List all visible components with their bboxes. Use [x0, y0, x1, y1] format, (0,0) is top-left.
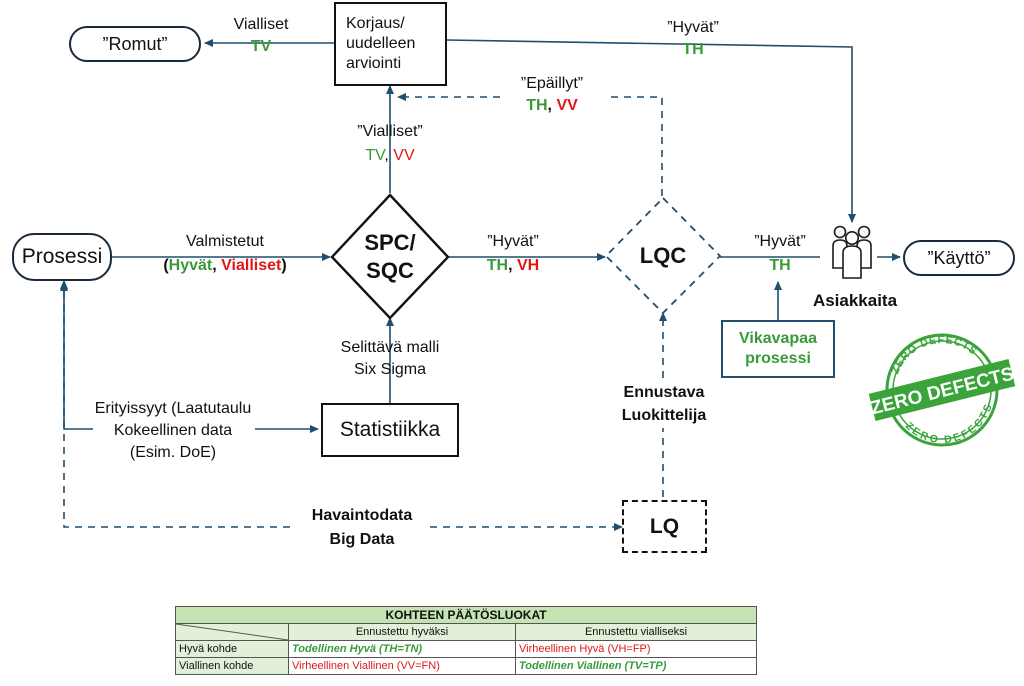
vikavapaa-line-2: prosessi — [745, 350, 811, 367]
th-top-text: TH — [682, 41, 704, 58]
hyvat-top-text: ”Hyvät” — [667, 19, 719, 36]
vialliset-top-text: Vialliset — [233, 16, 289, 33]
valm-open: ( — [163, 257, 169, 274]
epaillyt-vv: VV — [556, 97, 578, 114]
hyvat-spc-label: ”Hyvät” TH, VH — [468, 230, 558, 278]
arrow-korjaus-asiakkaat — [446, 39, 856, 223]
valm-hyvat: Hyvät — [168, 257, 213, 274]
ennustava-line-1: Ennustava — [623, 384, 705, 401]
zero-defects-stamp: ZERO DEFECTS ZERO DEFECTS ZERO DEFECTS — [869, 328, 1016, 448]
decision-table-col2: Ennustettu vialliseksi — [515, 623, 757, 641]
spc-diamond — [330, 193, 450, 320]
selittava-line-2: Six Sigma — [353, 361, 427, 378]
arrow-havaintodata-prosessi-dashed — [60, 282, 290, 528]
spc-line-1: SPC/ — [364, 230, 416, 255]
korjaus-line-2: uudelleen — [346, 35, 416, 52]
vikavapaa-line-1: Vikavapaa — [739, 330, 817, 347]
prosessi-label: Prosessi — [21, 245, 103, 268]
valm-close: ) — [281, 257, 287, 274]
hyvat-spc-sep: , — [508, 257, 517, 274]
selittava-line-1: Selittävä malli — [340, 339, 440, 356]
erityissyyt-line-2: Kokeellinen data — [113, 422, 233, 439]
hyvat-top-label: ”Hyvät” TH — [655, 17, 731, 61]
valm-vialliset: Vialliset — [221, 257, 282, 274]
cell-tv: Todellinen Viallinen (TV=TP) — [515, 657, 757, 675]
epaillyt-th: TH — [526, 97, 548, 114]
romut-label: ”Romut” — [102, 33, 168, 54]
row-label: Viallinen kohde — [175, 657, 289, 675]
korjaus-node: Korjaus/ uudelleen arviointi — [334, 2, 447, 86]
ennustava-label: Ennustava Luokittelija — [606, 381, 722, 427]
hyvat-lqc-text: ”Hyvät” — [754, 233, 806, 250]
prosessi-node: Prosessi — [12, 233, 112, 281]
erityissyyt-label: Erityissyyt (Laatutaulu Kokeellinen data… — [88, 398, 258, 464]
lq-node: LQ — [622, 500, 707, 553]
lqc-text: LQC — [639, 243, 687, 268]
korjaus-line-3: arviointi — [346, 55, 402, 72]
erityissyyt-line-3: (Esim. DoE) — [129, 444, 217, 461]
asiakkaita-label: Asiakkaita — [812, 291, 898, 310]
hyvat-lqc-th: TH — [769, 257, 791, 274]
epaillyt-text: ”Epäillyt” — [520, 75, 584, 92]
statistiikka-label: Statistiikka — [339, 418, 441, 441]
kaytto-node: ”Käyttö” — [903, 240, 1015, 276]
hyvat-spc-th: TH — [486, 257, 509, 274]
kaytto-label: ”Käyttö” — [927, 247, 991, 268]
spc-line-2: SQC — [366, 258, 414, 283]
korjaus-line-1: Korjaus/ — [346, 15, 405, 32]
hyvat-spc-text: ”Hyvät” — [487, 233, 539, 250]
vialliset-mid-label: ”Vialliset” TV, VV — [340, 120, 440, 168]
hyvat-spc-vh: VH — [516, 257, 540, 274]
valmistetut-label: Valmistetut (Hyvät, Vialliset) — [140, 230, 310, 278]
row-label: Hyvä kohde — [175, 640, 289, 658]
vialliset-mid-sep: , — [384, 147, 394, 164]
statistiikka-node: Statistiikka — [321, 403, 459, 457]
vikavapaa-node: Vikavapaa prosessi — [721, 320, 835, 378]
decision-table-col1: Ennustettu hyväksi — [288, 623, 516, 641]
lqc-diamond — [604, 196, 722, 315]
vialliset-mid-text: ”Vialliset” — [357, 123, 423, 140]
spc-label-block: SPC/ SQC — [350, 222, 430, 292]
vialliset-top-label: Vialliset TV — [226, 14, 296, 58]
cell-vv: Virheellinen Viallinen (VV=FN) — [288, 657, 516, 675]
havaintodata-line-1: Havaintodata — [311, 507, 413, 524]
lqc-label: LQC — [623, 240, 703, 272]
decision-table-title: KOHTEEN PÄÄTÖSLUOKAT — [175, 606, 757, 624]
lq-label: LQ — [649, 514, 680, 538]
cell-vh: Virheellinen Hyvä (VH=FP) — [515, 640, 757, 658]
erityissyyt-line-1: Erityissyyt (Laatutaulu — [94, 400, 252, 417]
table-row: Viallinen kohde Virheellinen Viallinen (… — [175, 657, 757, 675]
corner-diagonal — [176, 624, 288, 640]
valmistetut-text: Valmistetut — [186, 233, 264, 250]
epaillyt-sep: , — [547, 97, 557, 114]
valm-sep: , — [212, 257, 222, 274]
ennustava-line-2: Luokittelija — [621, 407, 707, 424]
cell-th: Todellinen Hyvä (TH=TN) — [288, 640, 516, 658]
tv-top-text: TV — [250, 38, 272, 55]
vialliset-mid-vv: VV — [393, 147, 415, 164]
epaillyt-label: ”Epäillyt” TH, VV — [500, 73, 604, 117]
arrow-lqc-korjaus-dashed — [605, 96, 663, 196]
havaintodata-label: Havaintodata Big Data — [292, 504, 432, 552]
romut-node: ”Romut” — [69, 26, 201, 62]
decision-table: KOHTEEN PÄÄTÖSLUOKAT Ennustettu hyväksi … — [175, 606, 757, 675]
selittava-label: Selittävä malli Six Sigma — [320, 337, 460, 381]
customers-icon — [832, 225, 872, 279]
hyvat-lqc-label: ”Hyvät” TH — [738, 230, 822, 278]
table-row: Hyvä kohde Todellinen Hyvä (TH=TN) Virhe… — [175, 640, 757, 658]
havaintodata-line-2: Big Data — [329, 531, 395, 548]
vialliset-mid-tv: TV — [365, 147, 385, 164]
decision-table-corner — [175, 623, 289, 641]
